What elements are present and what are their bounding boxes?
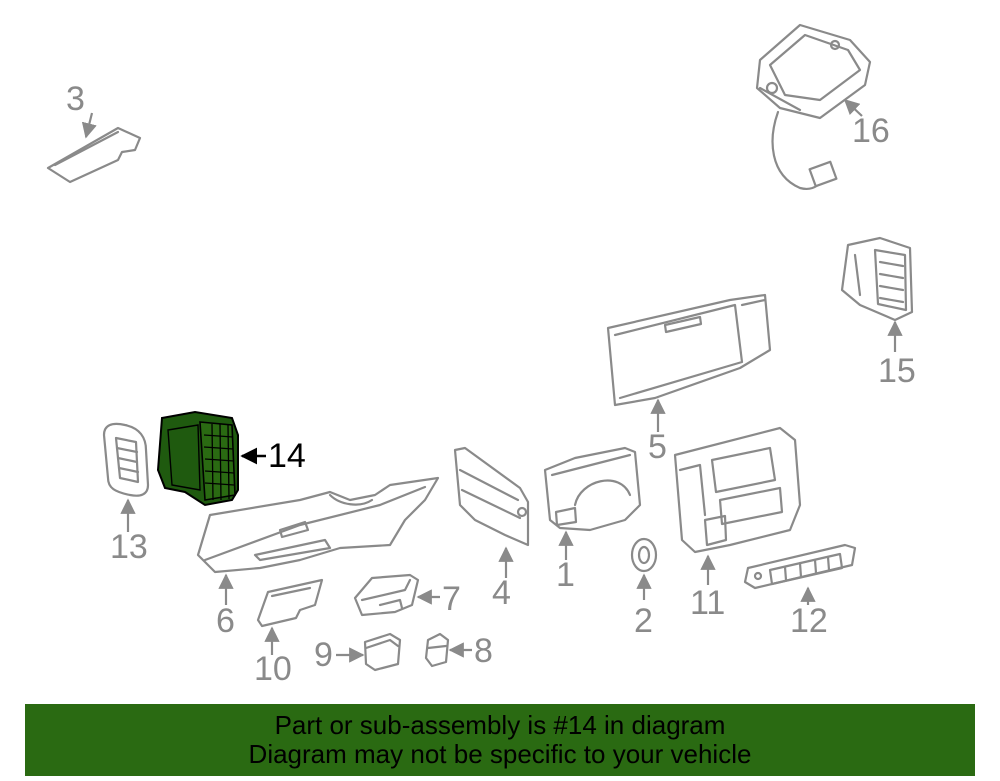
banner-line-1: Part or sub-assembly is #14 in diagram <box>274 710 726 740</box>
callout-16: 16 <box>852 112 890 150</box>
part-14-air-vent-highlighted: 14 <box>156 410 306 507</box>
part-11-center-bezel: 11 <box>673 426 802 622</box>
callout-2: 2 <box>634 602 653 640</box>
part-5-glove-box: 5 <box>606 293 772 466</box>
notice-banner: Part or sub-assembly is #14 in diagram D… <box>25 704 975 776</box>
callout-14: 14 <box>268 437 306 475</box>
part-6-lower-panel: 6 <box>196 476 440 640</box>
parts-diagram: 3 16 15 5 14 <box>46 23 916 688</box>
part-1-cluster-bezel: 1 <box>543 446 642 594</box>
callout-3: 3 <box>66 80 85 118</box>
callout-13: 13 <box>110 528 148 566</box>
part-3-panel: 3 <box>46 80 142 184</box>
part-4-side-panel: 4 <box>453 446 530 612</box>
part-12-switch-panel: 12 <box>743 543 857 640</box>
callout-12: 12 <box>790 602 828 640</box>
part-7-bracket: 7 <box>353 573 461 618</box>
callout-6: 6 <box>216 602 235 640</box>
callout-9: 9 <box>314 636 333 674</box>
part-8-clip: 8 <box>424 632 493 670</box>
callout-1: 1 <box>556 556 575 594</box>
part-15-vent: 15 <box>840 236 916 390</box>
banner-line-2: Diagram may not be specific to your vehi… <box>248 739 752 769</box>
callout-4: 4 <box>492 574 511 612</box>
part-2-ring: 2 <box>630 537 658 640</box>
callout-10: 10 <box>254 650 292 688</box>
callout-5: 5 <box>648 428 667 466</box>
callout-8: 8 <box>474 632 493 670</box>
part-10-bracket: 10 <box>254 578 324 688</box>
part-9-block: 9 <box>314 632 402 674</box>
callout-15: 15 <box>878 352 916 390</box>
part-13-vent: 13 <box>102 422 150 566</box>
part-16-module: 16 <box>755 23 890 190</box>
callout-7: 7 <box>442 580 461 618</box>
callout-11: 11 <box>690 584 725 622</box>
